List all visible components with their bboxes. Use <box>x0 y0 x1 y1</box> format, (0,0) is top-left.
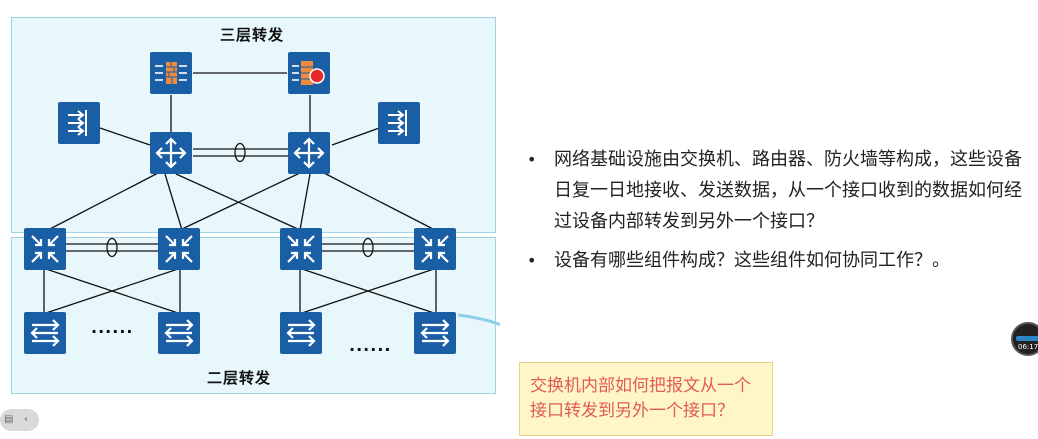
aggregation-switch-2-icon <box>158 228 200 270</box>
aggregation-switch-4-icon <box>414 228 456 270</box>
ellipsis-right: ...... <box>349 336 392 355</box>
callout-note: 交换机内部如何把报文从一个接口转发到另外一个接口？ <box>519 362 773 436</box>
core-switch-right-icon <box>288 132 330 174</box>
menu-icon[interactable]: ▤ <box>4 414 14 425</box>
bullet-item-1: 网络基础设施由交换机、路由器、防火墙等构成，这些设备日复一日地接收、发送数据，从… <box>525 144 1035 237</box>
layer3-zone-label: 三层转发 <box>220 26 285 44</box>
server-right-icon <box>378 102 420 144</box>
bullet-list: 网络基础设施由交换机、路由器、防火墙等构成，这些设备日复一日地接收、发送数据，从… <box>525 144 1035 284</box>
core-switch-left-icon <box>150 132 192 174</box>
firewall-left-icon <box>150 52 192 94</box>
server-left-icon <box>58 102 100 144</box>
waveform-icon <box>1016 336 1038 341</box>
aggregation-switch-1-icon <box>24 228 66 270</box>
access-switch-4-icon <box>414 312 456 354</box>
bullet-item-2: 设备有哪些组件构成？这些组件如何协同工作？。 <box>525 245 1035 276</box>
access-switch-1-icon <box>24 312 66 354</box>
access-switch-2-icon <box>158 312 200 354</box>
access-switch-3-icon <box>280 312 322 354</box>
chevron-left-icon[interactable]: ‹ <box>24 414 28 425</box>
ellipsis-left: ...... <box>91 318 134 337</box>
layer2-zone-label: 二层转发 <box>207 369 272 387</box>
firewall-right-icon <box>288 52 330 94</box>
aggregation-switch-3-icon <box>280 228 322 270</box>
player-time: 06:17 <box>1018 343 1038 351</box>
player-time-badge[interactable]: 06:17 <box>1011 322 1038 356</box>
player-controls[interactable]: ▤ ‹ <box>0 409 39 431</box>
network-links <box>43 72 500 327</box>
